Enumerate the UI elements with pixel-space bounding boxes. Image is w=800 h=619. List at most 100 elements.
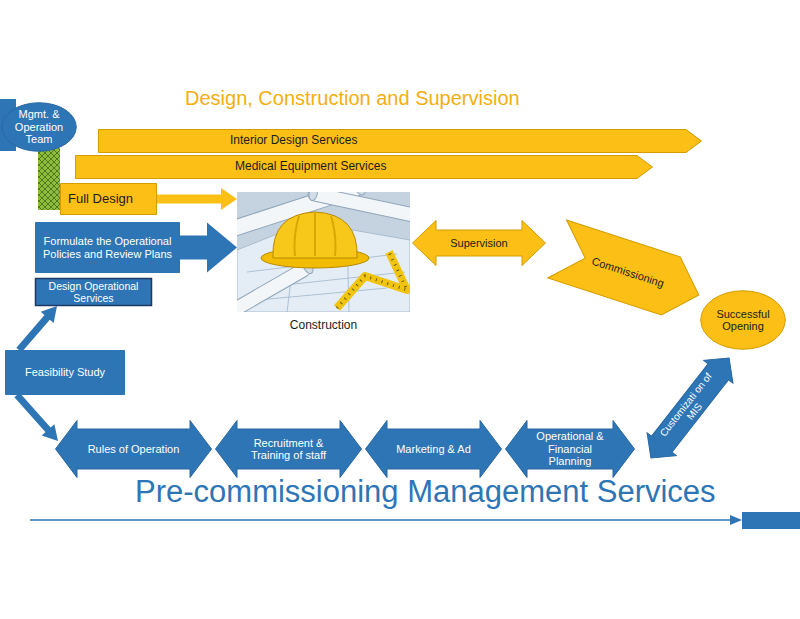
- node-text: Medical Equipment Services: [235, 160, 633, 174]
- node-content: Construction: [237, 319, 410, 333]
- node-content: Full Design: [68, 192, 151, 207]
- node-content: Supervision: [436, 237, 522, 250]
- ellipse-outline: [701, 291, 786, 350]
- double-arrow: Customizati on of MIS: [636, 346, 745, 470]
- node-content: Successful Opening: [712, 308, 774, 333]
- node-text: Feasibility Study: [25, 366, 119, 379]
- node-content: Operational & Financial Planning: [527, 430, 613, 468]
- flow-arrow: [17, 395, 58, 441]
- process-box: Full Design: [60, 183, 157, 215]
- rect-outline: [36, 223, 180, 273]
- node-body: Feasibility Study: [25, 353, 119, 392]
- node-text: Commissioning: [585, 253, 671, 292]
- node-body: Marketing & Ad: [387, 430, 480, 468]
- dbl-outline: [506, 421, 635, 478]
- chevron-step: Commissioning: [547, 219, 709, 324]
- node-text: Full Design: [68, 192, 151, 207]
- service-arrow: Interior Design Services: [98, 129, 702, 153]
- timeline-arrowhead: [730, 515, 742, 525]
- ruler-ticks: [337, 252, 407, 308]
- illustration-node-outline: [237, 192, 410, 336]
- arrowhead: [221, 188, 237, 210]
- node-text: Construction: [237, 319, 410, 333]
- double-arrow: Marketing & Ad: [365, 420, 502, 478]
- node-text: Interior Design Services: [230, 134, 682, 148]
- band-outline: [76, 156, 653, 179]
- double-arrow: Operational & Financial Planning: [505, 420, 635, 478]
- dbl-outline: [56, 421, 212, 478]
- node-body: Construction: [237, 316, 410, 336]
- double-arrow: Recruitment & Training of staff: [215, 420, 362, 478]
- double-arrow-outline: [215, 420, 362, 478]
- arrowhead: [42, 424, 58, 441]
- connectors: [17, 148, 237, 441]
- node-body: Supervision: [436, 231, 522, 255]
- node-body: Customizati on of MIS: [652, 364, 728, 451]
- process-box: Feasibility Study: [5, 350, 125, 395]
- node-text: Recruitment & Training of staff: [237, 437, 340, 462]
- arrowhead: [207, 223, 237, 273]
- node-body: Operational & Financial Planning: [527, 430, 613, 468]
- node-content: Marketing & Ad: [387, 443, 480, 456]
- process-box-outline: [35, 222, 180, 273]
- node-content: Design Operational Services: [39, 280, 148, 304]
- rect-outline: [6, 351, 125, 395]
- node-body: Formulate the Operational Policies and R…: [41, 225, 174, 270]
- ellipse-outline: [2, 103, 77, 152]
- service-arrow: Medical Equipment Services: [75, 155, 653, 179]
- connector-line: [19, 316, 49, 350]
- node-body: Recruitment & Training of staff: [237, 430, 340, 468]
- dbl-outline: [636, 347, 743, 470]
- node-body: Successful Opening: [712, 298, 774, 342]
- illustration-body: [237, 192, 410, 312]
- node-content: Commissioning: [585, 253, 671, 292]
- node-body: Design Operational Services: [39, 280, 148, 304]
- node-text: Marketing & Ad: [387, 443, 480, 456]
- node-body: Interior Design Services: [230, 131, 682, 151]
- node-text: Successful Opening: [712, 308, 774, 333]
- chevron-outline: [548, 220, 709, 324]
- support-pillar: [49, 148, 60, 199]
- timeline-line: [30, 519, 732, 521]
- node-body: Rules of Operation: [77, 430, 190, 468]
- flow-arrow: [180, 223, 237, 273]
- dbl-outline: [413, 221, 546, 266]
- process-box: Formulate the Operational Policies and R…: [35, 222, 180, 273]
- process-box: Design Operational Services: [35, 278, 152, 306]
- node-body: Full Design: [68, 186, 151, 212]
- node-content: Interior Design Services: [230, 134, 682, 148]
- goal-ellipse-outline: [700, 290, 786, 350]
- node-text: Supervision: [436, 237, 522, 250]
- rect-outline: [61, 184, 157, 215]
- rect-outline: [36, 279, 152, 306]
- connector-line: [180, 236, 212, 260]
- node-body: Medical Equipment Services: [235, 157, 633, 177]
- arrowhead: [41, 306, 57, 323]
- double-arrow: Supervision: [412, 220, 546, 266]
- folding-ruler: [337, 252, 407, 308]
- node-body: Commissioning: [579, 233, 677, 311]
- roll-end: [308, 192, 319, 201]
- node-text: Customizati on of MIS: [653, 365, 728, 452]
- timeline-tab: [742, 512, 800, 529]
- flow-arrow: [157, 188, 237, 210]
- goal-ellipse: Successful Opening: [700, 290, 786, 350]
- node-content: Customizati on of MIS: [653, 365, 728, 452]
- node-content: Formulate the Operational Policies and R…: [41, 235, 174, 260]
- section-heading: Pre-commissioning Management Services: [135, 476, 716, 507]
- connector-line: [49, 148, 60, 199]
- node-body: Mgmt. & Operation Team: [13, 108, 65, 146]
- hardhat-ridges: [295, 212, 336, 256]
- dbl-outline: [366, 421, 502, 478]
- diagram-title: Design, Construction and Supervision: [185, 88, 520, 108]
- node-text: Mgmt. & Operation Team: [13, 108, 65, 146]
- double-arrow: Rules of Operation: [55, 420, 212, 478]
- band-outline: [99, 130, 702, 153]
- service-arrow-outline: [98, 129, 702, 153]
- node-content: Recruitment & Training of staff: [237, 437, 340, 462]
- connector-line: [157, 195, 223, 204]
- node-content: Medical Equipment Services: [235, 160, 633, 174]
- hardhat-dome: [273, 212, 357, 258]
- node-content: Mgmt. & Operation Team: [13, 108, 65, 146]
